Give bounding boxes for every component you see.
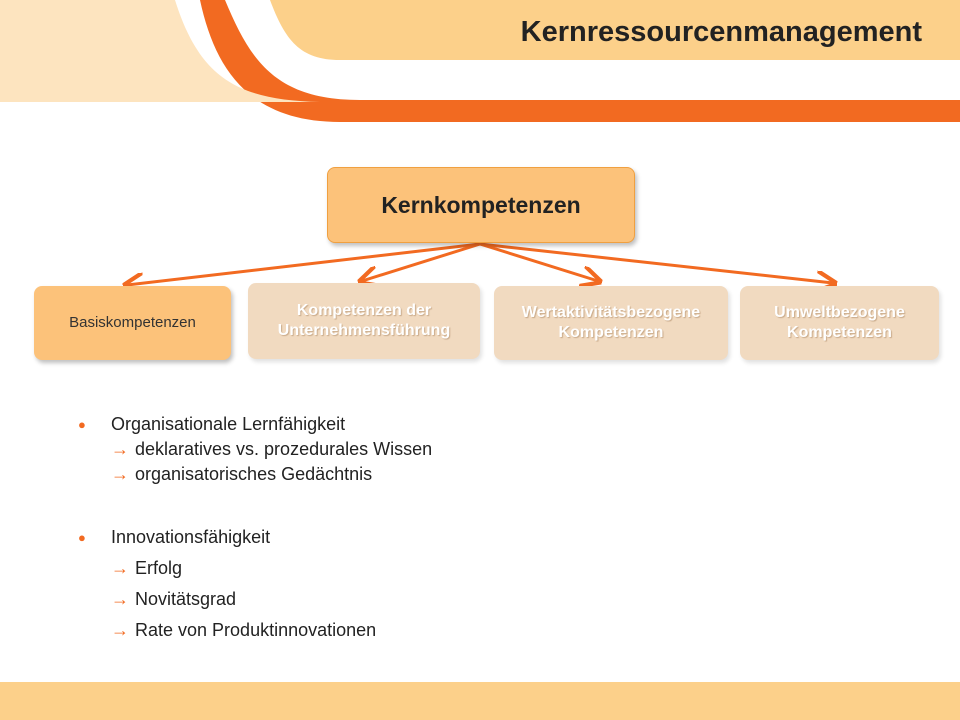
connector-fuehrung	[362, 242, 481, 281]
bullet-item-lernfaehigkeit: ● Organisationale Lernfähigkeit → deklara…	[78, 412, 678, 487]
sub-item: → organisatorisches Gedächtnis	[111, 462, 678, 487]
bullet-item-innovationsfaehigkeit: ● Innovationsfähigkeit → Erfolg → Novitäts…	[78, 525, 678, 643]
sub-item-text: Novitätsgrad	[135, 589, 237, 609]
connector-wert	[479, 242, 598, 281]
sub-item-text: organisatorisches Gedächtnis	[135, 464, 373, 484]
child-node-basiskompetenzen: Basiskompetenzen	[34, 286, 231, 360]
sub-item: → deklaratives vs. prozedurales Wissen	[111, 437, 678, 462]
sub-item: → Rate von Produktinnovationen	[111, 618, 678, 643]
footer-banner	[0, 682, 960, 720]
bullet-dot-icon: ●	[78, 530, 86, 545]
connector-basis	[127, 242, 481, 285]
sub-item: → Novitätsgrad	[111, 587, 678, 612]
right-arrow-icon: →	[111, 589, 129, 609]
sub-item-text: Erfolg	[135, 558, 183, 578]
header-swoosh	[0, 0, 960, 122]
sub-item-text: Rate von Produktinnovationen	[135, 620, 377, 640]
bullet-list: ● Organisationale Lernfähigkeit → deklara…	[78, 412, 678, 643]
right-arrow-icon: →	[111, 439, 129, 459]
right-arrow-icon: →	[111, 620, 129, 640]
right-arrow-icon: →	[111, 464, 129, 484]
bullet-dot-icon: ●	[78, 417, 86, 432]
child-node-wertaktivitaet: Wertaktivitätsbezogene Kompetenzen	[494, 286, 728, 360]
right-arrow-icon: →	[111, 558, 129, 578]
sub-item-text: deklaratives vs. prozedurales Wissen	[135, 439, 433, 459]
child-node-unternehmensfuehrung: Kompetenzen der Unternehmensführung	[248, 283, 480, 359]
bullet-text: Organisationale Lernfähigkeit	[111, 414, 346, 434]
bullet-text: Innovationsfähigkeit	[111, 527, 271, 547]
sub-item: → Erfolg	[111, 556, 678, 581]
root-node-kernkompetenzen: Kernkompetenzen	[327, 167, 635, 243]
child-node-umwelt: Umweltbezogene Kompetenzen	[740, 286, 939, 360]
connector-umwelt	[479, 242, 833, 283]
page-title: Kernressourcenmanagement	[520, 16, 922, 48]
